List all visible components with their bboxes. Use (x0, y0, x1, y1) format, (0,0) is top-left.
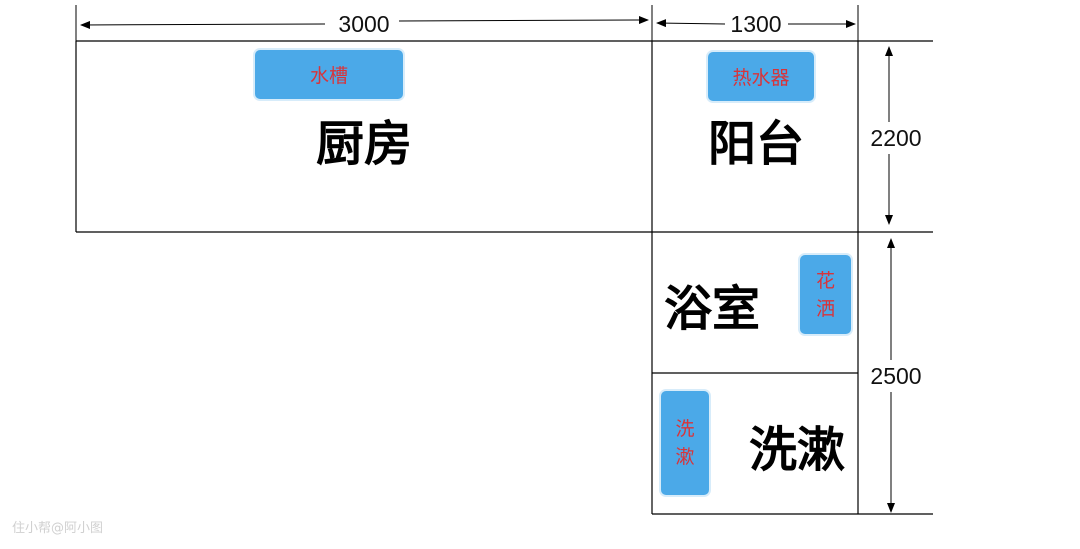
dimension-balcony-width (656, 19, 856, 28)
fixture-shower-label-1: 花 (815, 269, 835, 292)
dimension-kitchen-width (80, 16, 649, 29)
fixture-water-heater: 热水器 (706, 50, 816, 103)
dimension-label-2500: 2500 (870, 363, 921, 389)
fixture-washbasin: 洗 漱 (659, 389, 711, 497)
dimension-label-3000: 3000 (338, 11, 389, 37)
fixture-shower-label-2: 洒 (815, 297, 835, 320)
room-label-bathroom: 浴室 (664, 281, 760, 337)
room-label-balcony: 阳台 (708, 116, 804, 172)
room-label-washroom: 洗漱 (749, 422, 845, 478)
extension-lines (75, 5, 859, 41)
walls (75, 40, 933, 515)
fixture-water-heater-label: 热水器 (732, 67, 790, 89)
fixture-washbasin-label-2: 漱 (675, 446, 695, 468)
fixture-sink-label: 水槽 (309, 65, 348, 87)
watermark: 住小帮@阿小图 (12, 521, 104, 536)
fixture-sink: 水槽 (253, 48, 405, 101)
dimension-label-1300: 1300 (730, 11, 781, 37)
fixture-shower: 花 洒 (798, 253, 853, 336)
room-label-kitchen: 厨房 (316, 116, 412, 172)
dimension-label-2200: 2200 (870, 125, 921, 151)
fixture-washbasin-label-1: 洗 (675, 418, 695, 440)
